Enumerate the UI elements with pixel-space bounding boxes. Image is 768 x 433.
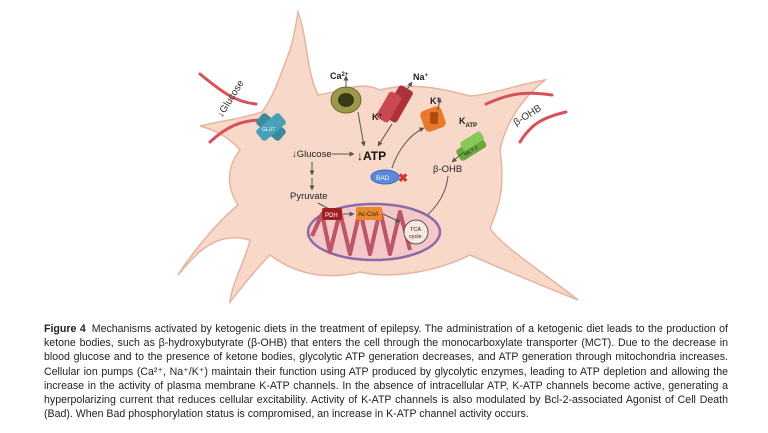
atp-to-nak-arrow — [377, 123, 393, 147]
pdh-box — [322, 208, 342, 220]
tca-cycle — [403, 219, 429, 245]
bad-protein — [370, 169, 400, 185]
neuron-cell — [177, 9, 579, 305]
mct-to-ohb-arrow — [451, 151, 465, 163]
tca-label-line1: TCA — [410, 227, 421, 233]
mechanism-diagram: ↓Glucose β-OHB GLUT Ca2+ Na+ K+ K+ KATP … — [177, 9, 579, 305]
figure-label: Figure 4 — [44, 323, 86, 335]
glut-label: GLUT — [262, 127, 275, 133]
caption-text: Mechanisms activated by ketogenic diets … — [44, 323, 728, 421]
glucose-inside-label: ↓Glucose — [292, 149, 332, 160]
pdh-label: PDH — [325, 213, 338, 219]
atp-label: ↓ATP — [357, 149, 386, 163]
k-efflux-arrow — [436, 97, 442, 111]
ca-pump — [330, 86, 362, 114]
vessel-left — [198, 72, 264, 144]
glut-transporter: GLUT — [256, 113, 286, 141]
glucose-outside-label: ↓Glucose — [215, 78, 247, 120]
beta-ohb-inside-label: β-OHB — [433, 164, 462, 175]
bad-label: BAD — [376, 175, 390, 182]
pyruvate-label: Pyruvate — [290, 191, 328, 202]
katp-channel — [420, 106, 446, 132]
vessel-right — [484, 91, 568, 144]
acetyl-coa-box — [356, 207, 382, 220]
ca-ion-label: Ca2+ — [330, 71, 349, 81]
na-efflux-arrow — [403, 81, 413, 95]
acoa-to-tca-arrow — [382, 213, 401, 223]
k-ion-label-pump: K+ — [372, 112, 383, 122]
bad-to-katp-arrow — [391, 127, 425, 169]
atp-to-ca-arrow — [357, 111, 366, 147]
bad-inhibition-x: ✖ — [398, 171, 408, 185]
na-k-pump — [376, 85, 413, 123]
acetyl-coa-label: Ac-CoA — [358, 212, 379, 218]
katp-label: KATP — [459, 116, 477, 129]
tca-label-line2: cycle — [409, 234, 422, 240]
na-ion-label: Na+ — [413, 72, 429, 82]
